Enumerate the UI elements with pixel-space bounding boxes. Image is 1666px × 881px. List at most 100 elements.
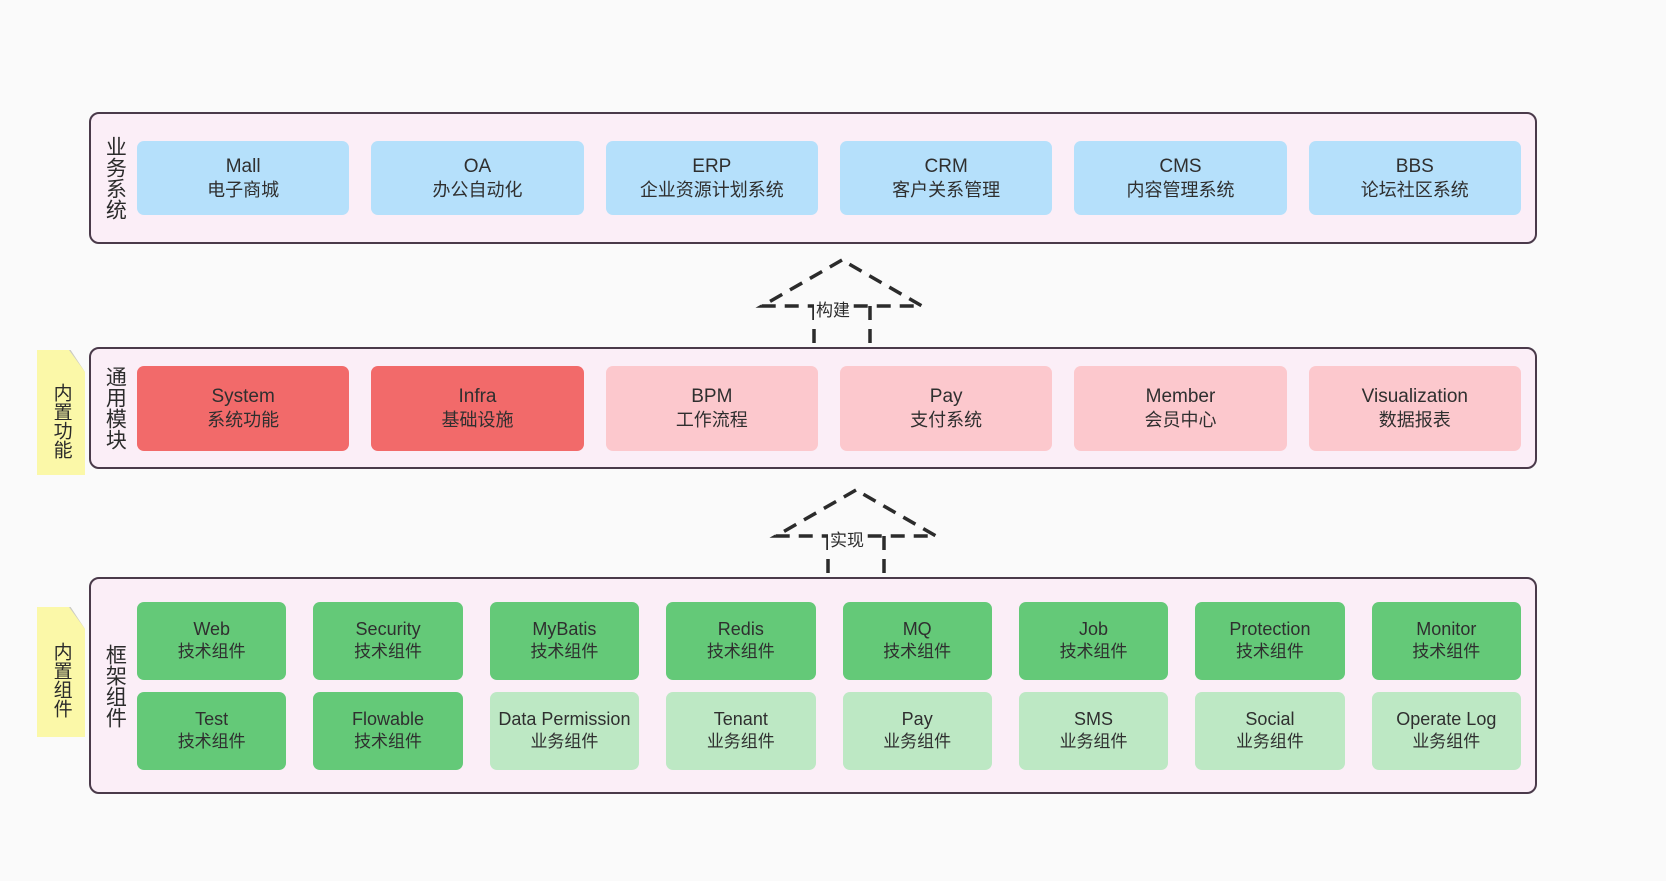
- card-protection-cn: 技术组件: [1235, 642, 1304, 662]
- card-member-cn: 会员中心: [1144, 409, 1217, 430]
- note-builtin-function-label: 内置功能: [50, 382, 72, 459]
- note-fold-corner-icon: [69, 607, 85, 629]
- card-operate-log-en: Operate Log: [1396, 709, 1497, 730]
- card-bpm[interactable]: BPM 工作流程: [605, 365, 818, 451]
- card-job-cn: 技术组件: [1059, 642, 1128, 662]
- card-sms-en: SMS: [1074, 709, 1114, 730]
- card-redis-cn: 技术组件: [706, 642, 775, 662]
- card-pay-component-en: Pay: [901, 709, 933, 730]
- card-oa-cn: 办公自动化: [432, 179, 523, 200]
- card-pay-module[interactable]: Pay 支付系统: [839, 365, 1053, 451]
- card-pay-component-cn: 业务组件: [883, 732, 952, 752]
- card-mybatis-cn: 技术组件: [530, 642, 599, 662]
- card-visualization[interactable]: Visualization 数据报表: [1308, 365, 1521, 451]
- card-data-permission-cn: 业务组件: [530, 731, 599, 751]
- card-monitor-cn: 技术组件: [1412, 642, 1481, 662]
- note-builtin-function: 内置功能: [37, 350, 85, 475]
- business-card-row: Mall 电子商城 OA 办公自动化 ERP 企业资源计划系统 CRM 客户关系…: [137, 141, 1521, 215]
- note-builtin-component: 内置组件: [37, 607, 85, 737]
- connector-implement-label: 实现: [828, 526, 866, 551]
- card-flowable-en: Flowable: [352, 709, 425, 730]
- modules-card-row: System 系统功能 Infra 基础设施 BPM 工作流程 Pay 支付系统…: [137, 365, 1521, 451]
- card-mall-en: Mall: [225, 155, 261, 177]
- card-web-cn: 技术组件: [177, 642, 246, 662]
- connector-build: 构建: [752, 257, 932, 348]
- card-mall[interactable]: Mall 电子商城: [137, 141, 350, 215]
- layer-business-systems-body: Mall 电子商城 OA 办公自动化 ERP 企业资源计划系统 CRM 客户关系…: [137, 114, 1535, 242]
- note-fold-corner-icon: [69, 350, 85, 372]
- card-system-en: System: [211, 385, 275, 407]
- card-flowable[interactable]: Flowable 技术组件: [313, 691, 463, 770]
- card-sms[interactable]: SMS 业务组件: [1018, 691, 1169, 770]
- card-bbs[interactable]: BBS 论坛社区系统: [1308, 141, 1521, 215]
- card-crm-en: CRM: [924, 155, 968, 177]
- card-bbs-en: BBS: [1395, 155, 1434, 177]
- card-monitor[interactable]: Monitor 技术组件: [1371, 601, 1521, 680]
- card-test-cn: 技术组件: [177, 732, 246, 752]
- card-crm-cn: 客户关系管理: [892, 179, 1001, 200]
- card-system[interactable]: System 系统功能: [137, 365, 350, 451]
- card-cms-en: CMS: [1159, 155, 1202, 177]
- card-oa-en: OA: [463, 155, 492, 177]
- card-cms[interactable]: CMS 内容管理系统: [1074, 141, 1287, 215]
- card-erp-en: ERP: [692, 155, 732, 177]
- layer-framework-components-title: 框架组件: [103, 643, 127, 728]
- card-mq[interactable]: MQ 技术组件: [842, 601, 992, 680]
- framework-tech-row: Web 技术组件 Security 技术组件 MyBatis 技术组件 Redi…: [137, 601, 1521, 680]
- card-erp-cn: 企业资源计划系统: [639, 179, 784, 200]
- card-member-en: Member: [1145, 385, 1216, 407]
- card-data-permission-en: Data Permission: [498, 709, 631, 729]
- card-security[interactable]: Security 技术组件: [313, 601, 463, 680]
- card-visualization-en: Visualization: [1361, 385, 1468, 407]
- card-data-permission[interactable]: Data Permission 业务组件: [489, 691, 640, 770]
- card-mq-cn: 技术组件: [883, 642, 952, 662]
- card-monitor-en: Monitor: [1416, 619, 1477, 640]
- card-oa[interactable]: OA 办公自动化: [371, 141, 584, 215]
- card-job-en: Job: [1079, 619, 1109, 640]
- card-tenant[interactable]: Tenant 业务组件: [666, 691, 816, 770]
- layer-general-modules-title: 通用模块: [103, 366, 127, 450]
- framework-biz-row: Test 技术组件 Flowable 技术组件 Data Permission …: [137, 691, 1521, 770]
- card-crm[interactable]: CRM 客户关系管理: [839, 141, 1053, 215]
- card-operate-log-cn: 业务组件: [1412, 732, 1481, 752]
- card-pay-component[interactable]: Pay 业务组件: [842, 691, 992, 770]
- connector-implement: 实现: [766, 487, 946, 578]
- card-sms-cn: 业务组件: [1059, 732, 1128, 752]
- layer-framework-components-body: Web 技术组件 Security 技术组件 MyBatis 技术组件 Redi…: [137, 579, 1535, 792]
- card-job[interactable]: Job 技术组件: [1018, 601, 1169, 680]
- card-social[interactable]: Social 业务组件: [1195, 691, 1345, 770]
- card-bbs-cn: 论坛社区系统: [1360, 179, 1469, 200]
- layer-general-modules-body: System 系统功能 Infra 基础设施 BPM 工作流程 Pay 支付系统…: [137, 349, 1535, 467]
- card-test[interactable]: Test 技术组件: [137, 691, 287, 770]
- card-mq-en: MQ: [902, 619, 932, 640]
- layer-business-systems-title: 业务系统: [103, 136, 127, 220]
- card-protection[interactable]: Protection 技术组件: [1195, 601, 1345, 680]
- card-cms-cn: 内容管理系统: [1126, 179, 1235, 200]
- note-builtin-component-label: 内置组件: [50, 642, 72, 718]
- card-tenant-en: Tenant: [713, 709, 768, 730]
- card-infra-cn: 基础设施: [441, 409, 514, 430]
- layer-framework-components: 框架组件 Web 技术组件 Security 技术组件 MyBatis 技术组件…: [89, 577, 1537, 794]
- card-mall-cn: 电子商城: [207, 179, 280, 200]
- card-flowable-cn: 技术组件: [354, 732, 423, 752]
- card-redis[interactable]: Redis 技术组件: [666, 601, 816, 680]
- layer-business-systems: 业务系统 Mall 电子商城 OA 办公自动化 ERP 企业资源计划系统 CRM…: [89, 112, 1537, 244]
- card-infra[interactable]: Infra 基础设施: [371, 365, 584, 451]
- card-web-en: Web: [193, 619, 231, 640]
- card-web[interactable]: Web 技术组件: [137, 601, 287, 680]
- card-redis-en: Redis: [717, 619, 764, 640]
- card-tenant-cn: 业务组件: [706, 732, 775, 752]
- card-social-en: Social: [1245, 709, 1295, 730]
- card-operate-log[interactable]: Operate Log 业务组件: [1371, 691, 1521, 770]
- card-bpm-cn: 工作流程: [675, 409, 748, 430]
- card-bpm-en: BPM: [691, 385, 733, 407]
- card-infra-en: Infra: [458, 385, 497, 407]
- card-system-cn: 系统功能: [207, 409, 280, 430]
- card-member[interactable]: Member 会员中心: [1074, 365, 1287, 451]
- card-visualization-cn: 数据报表: [1378, 409, 1451, 430]
- card-erp[interactable]: ERP 企业资源计划系统: [605, 141, 818, 215]
- card-mybatis[interactable]: MyBatis 技术组件: [489, 601, 640, 680]
- layer-general-modules: 通用模块 System 系统功能 Infra 基础设施 BPM 工作流程 Pay…: [89, 347, 1537, 469]
- card-security-cn: 技术组件: [354, 642, 423, 662]
